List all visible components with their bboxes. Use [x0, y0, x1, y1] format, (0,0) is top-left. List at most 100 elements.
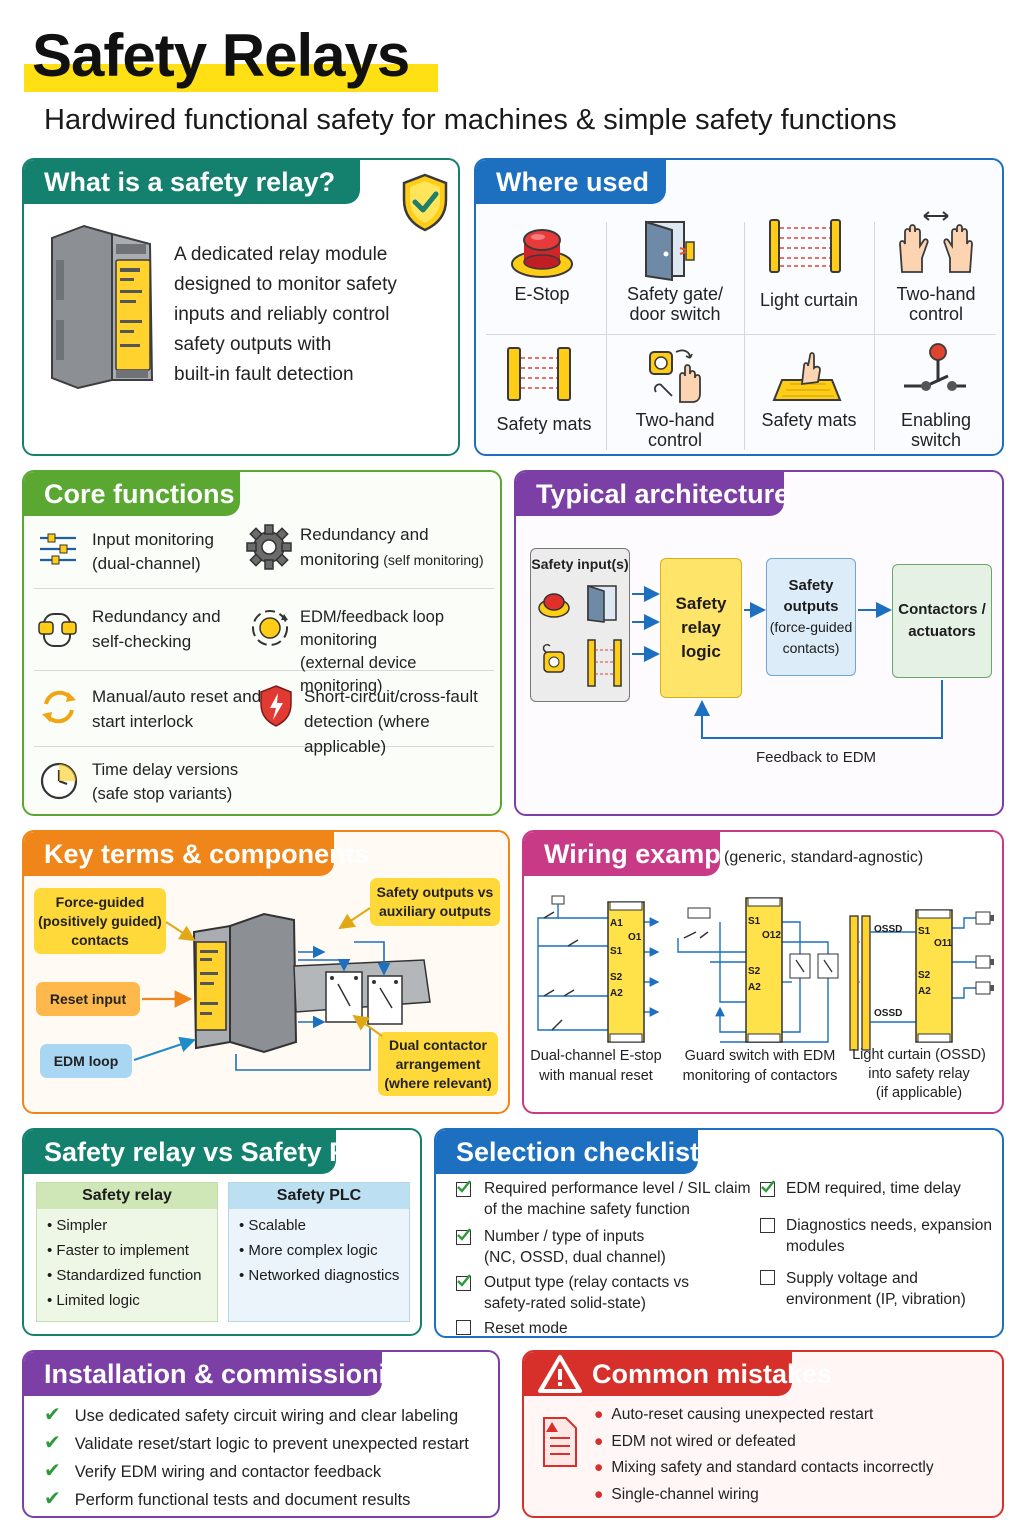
panel-checklist-title: Selection checklist	[436, 1130, 699, 1174]
panel-mistakes: Common mistakes ●Auto-reset causing unex…	[522, 1350, 1004, 1518]
mistake-item: ●Auto-reset causing unexpected restart	[594, 1406, 874, 1423]
wiring3-terminal-o11: O11	[934, 938, 953, 949]
panel-key-terms: Key terms & components Force-guided(posi…	[22, 830, 510, 1114]
checkmark-icon: ✔	[44, 1488, 61, 1510]
term-reset-input: Reset input	[36, 982, 140, 1016]
panel-mistakes-title: Common mistakes	[524, 1352, 832, 1396]
arch-arrows	[632, 586, 943, 739]
panel-wiring-title: Wiring examples	[524, 832, 758, 876]
checkmark-icon: ✔	[44, 1432, 61, 1454]
checkbox-output-type[interactable]	[456, 1274, 471, 1291]
core-item-input-monitoring: Input monitoring(dual-channel)	[92, 530, 214, 573]
panel-checklist: Selection checklist Required performance…	[434, 1128, 1004, 1338]
panel-architecture: Typical architecture Safety input(s) Saf…	[514, 470, 1004, 816]
wiring-diagrams	[537, 895, 994, 1051]
install-list: ✔Use dedicated safety circuit wiring and…	[44, 1402, 469, 1514]
panel-relay-vs-plc: Safety relay vs Safety PLC Safety relay …	[22, 1128, 422, 1336]
relay-assembly-illustration	[192, 912, 431, 1071]
wiring1-terminal-a1: A1	[610, 918, 623, 929]
arch-input-icons	[538, 584, 622, 687]
wiring3-terminal-s1: S1	[918, 926, 931, 937]
mistakes-list: ●Auto-reset causing unexpected restart ●…	[594, 1402, 934, 1508]
clock-icon	[40, 762, 78, 800]
panel-core-title: Core functions	[24, 472, 240, 516]
check-icon	[457, 1180, 471, 1193]
checkbox-pl-sil[interactable]	[456, 1180, 471, 1197]
panel-core-functions: Core functions Input monitoring(dual-cha…	[22, 470, 502, 816]
check-item-reset-mode: Reset mode	[484, 1320, 568, 1337]
panel-what-is-title: What is a safety relay?	[24, 160, 360, 204]
where-label-safety-mats-2: Safety mats	[761, 410, 857, 430]
where-label-safety-mats: Safety mats	[496, 414, 592, 434]
term-pointer-arrows	[133, 907, 383, 1061]
wiring1-terminal-o1: O1	[628, 932, 642, 943]
checkbox-diagnostics[interactable]	[760, 1218, 775, 1233]
panel-installation-title: Installation & commissioning tips	[24, 1352, 475, 1396]
panel-where-used-title: Where used	[476, 160, 666, 204]
term-edm-loop: EDM loop	[40, 1044, 132, 1078]
check-icon	[761, 1180, 775, 1193]
document-warning-icon	[543, 1417, 577, 1467]
panel-wiring: Wiring examples (generic, standard-agnos…	[522, 830, 1004, 1114]
check-item-inputs: Number / type of inputs(NC, OSSD, dual c…	[484, 1228, 666, 1266]
reset-icon	[42, 690, 76, 724]
wiring2-terminal-a2: A2	[748, 982, 761, 993]
page-title: Safety Relays	[32, 22, 410, 89]
where-label-safety-gate: Safety gate/ door switch	[626, 284, 724, 324]
where-label-two-hand-2: Two-hand control	[635, 410, 715, 450]
redundancy-icon	[38, 613, 77, 647]
where-label-two-hand: Two-hand control	[896, 284, 976, 324]
install-item: ✔Validate reset/start logic to prevent u…	[44, 1432, 469, 1454]
install-item: ✔Verify EDM wiring and contactor feedbac…	[44, 1460, 382, 1482]
checkbox-edm[interactable]	[760, 1180, 775, 1197]
mistake-item: ●EDM not wired or defeated	[594, 1432, 796, 1450]
panel-vs-title: Safety relay vs Safety PLC	[24, 1130, 383, 1174]
checkbox-reset-mode[interactable]	[456, 1320, 471, 1335]
safety-gate-icon	[645, 220, 695, 282]
check-icon	[457, 1228, 471, 1241]
check-item-edm: EDM required, time delay	[786, 1180, 961, 1197]
what-description: A dedicated relay module designed to mon…	[174, 244, 397, 385]
checkbox-supply[interactable]	[760, 1270, 775, 1285]
panel-what-is: What is a safety relay? A dedicated rela…	[22, 158, 460, 456]
wiring3-terminal-s2: S2	[918, 970, 931, 981]
where-label-light-curtain: Light curtain	[759, 290, 859, 310]
checkmark-icon: ✔	[44, 1404, 61, 1426]
arch-feedback-label: Feedback to EDM	[755, 749, 877, 766]
wiring2-terminal-s1: S1	[748, 916, 761, 927]
panel-key-terms-title: Key terms & components	[24, 832, 370, 876]
arch-inputs-label: Safety input(s)	[531, 556, 629, 572]
wiring1-terminal-a2: A2	[610, 988, 623, 999]
light-curtain-icon	[769, 219, 841, 273]
term-force-guided: Force-guided(positively guided)contacts	[34, 888, 166, 954]
check-icon	[457, 1274, 471, 1287]
mistake-item: ●Mixing safety and standard contacts inc…	[594, 1459, 934, 1476]
relay-column: Safety relay • Simpler • Faster to imple…	[36, 1182, 218, 1322]
short-circuit-shield-icon	[260, 685, 292, 727]
plc-column: Safety PLC • Scalable • More complex log…	[228, 1182, 410, 1322]
wiring3-ossd-top: OSSD	[874, 924, 903, 935]
safety-mats-icon	[507, 347, 571, 401]
checkmark-icon: ✔	[44, 1460, 61, 1482]
feedback-loop-icon	[252, 610, 288, 646]
shield-check-icon	[402, 173, 448, 232]
wiring3-ossd-bottom: OSSD	[874, 1008, 903, 1019]
two-hand-control-icon	[899, 211, 973, 273]
checkbox-inputs[interactable]	[456, 1228, 471, 1245]
core-item-edm-monitoring: EDM/feedback loop monitoring(external de…	[300, 608, 444, 695]
wiring2-terminal-o12: O12	[762, 930, 781, 941]
safety-mat-floor-icon	[772, 352, 842, 401]
wiring1-terminal-s1: S1	[610, 946, 623, 957]
mistake-item: ●Single-channel wiring	[594, 1485, 759, 1503]
